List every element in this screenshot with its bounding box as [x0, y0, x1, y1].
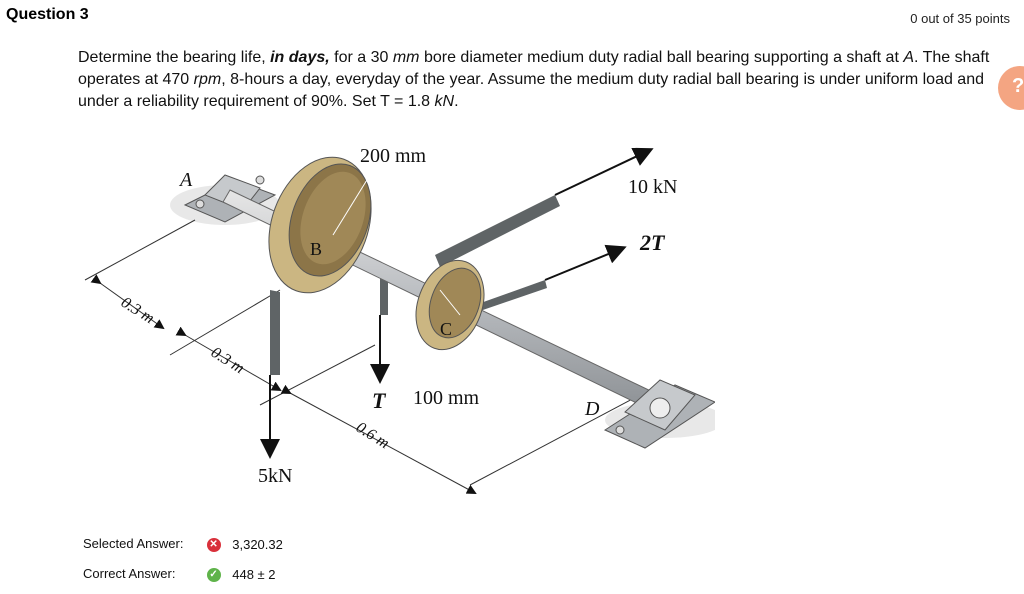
help-button[interactable]: ?: [998, 66, 1024, 110]
selected-answer-label: Selected Answer:: [83, 536, 184, 551]
correct-answer-label: Correct Answer:: [83, 566, 176, 581]
shaft-diagram: A B C D 200 mm 100 mm 10 kN 2T T 5kN 0.3…: [84, 145, 715, 494]
selected-answer-row: Selected Answer: ✕ 3,320.32: [83, 536, 283, 552]
dimension-200mm: 200 mm: [360, 145, 427, 167]
question-text-part: , 8-hours a day, everyday of the year. A…: [78, 71, 984, 110]
question-text-part: . The shaft operates at 470: [78, 49, 990, 88]
force-2t-label: 2T: [639, 230, 666, 255]
question-text-part: Determine the bearing life,: [78, 49, 271, 66]
question-text-part: bore diameter medium duty radial ball be…: [419, 49, 904, 66]
dimension-100mm: 100 mm: [413, 387, 480, 409]
bearing-d: [603, 379, 715, 449]
question-text-part: for a 30: [329, 49, 393, 66]
length-label-1: 0.3 m: [118, 294, 157, 327]
label-c: C: [440, 319, 452, 339]
check-circle-icon: ✓: [206, 567, 221, 582]
x-circle-icon: ✕: [206, 537, 221, 552]
force-10kn-label: 10 kN: [628, 176, 677, 198]
dimension-lines: [84, 219, 641, 494]
force-t-label: T: [372, 388, 387, 413]
question-text: Determine the bearing life, in days, for…: [78, 47, 1018, 113]
question-text-part: .: [454, 93, 459, 110]
force-5kn-label: 5kN: [258, 465, 292, 487]
force-arrows: [260, 147, 654, 459]
label-b: B: [310, 239, 322, 259]
question-point-label: A: [903, 49, 914, 66]
question-title: Question 3: [6, 6, 89, 23]
selected-answer-value: 3,320.32: [232, 537, 283, 553]
belts: [270, 195, 560, 375]
pulley-c: [415, 259, 485, 351]
question-text-emphasis: in days,: [270, 49, 330, 66]
pulley-b: [268, 156, 372, 294]
correct-answer-value: 448 ± 2: [232, 567, 276, 583]
help-icon: ?: [1012, 75, 1024, 97]
question-unit: kN: [434, 93, 455, 110]
question-unit: mm: [392, 49, 420, 66]
length-label-2: 0.3 m: [208, 344, 247, 377]
correct-answer-row: Correct Answer: ✓ 448 ± 2: [83, 566, 276, 582]
question-unit: rpm: [193, 71, 222, 88]
label-d: D: [584, 398, 600, 420]
question-points: 0 out of 35 points: [910, 11, 1010, 26]
label-a: A: [178, 169, 193, 191]
length-label-3: 0.6 m: [353, 419, 392, 452]
